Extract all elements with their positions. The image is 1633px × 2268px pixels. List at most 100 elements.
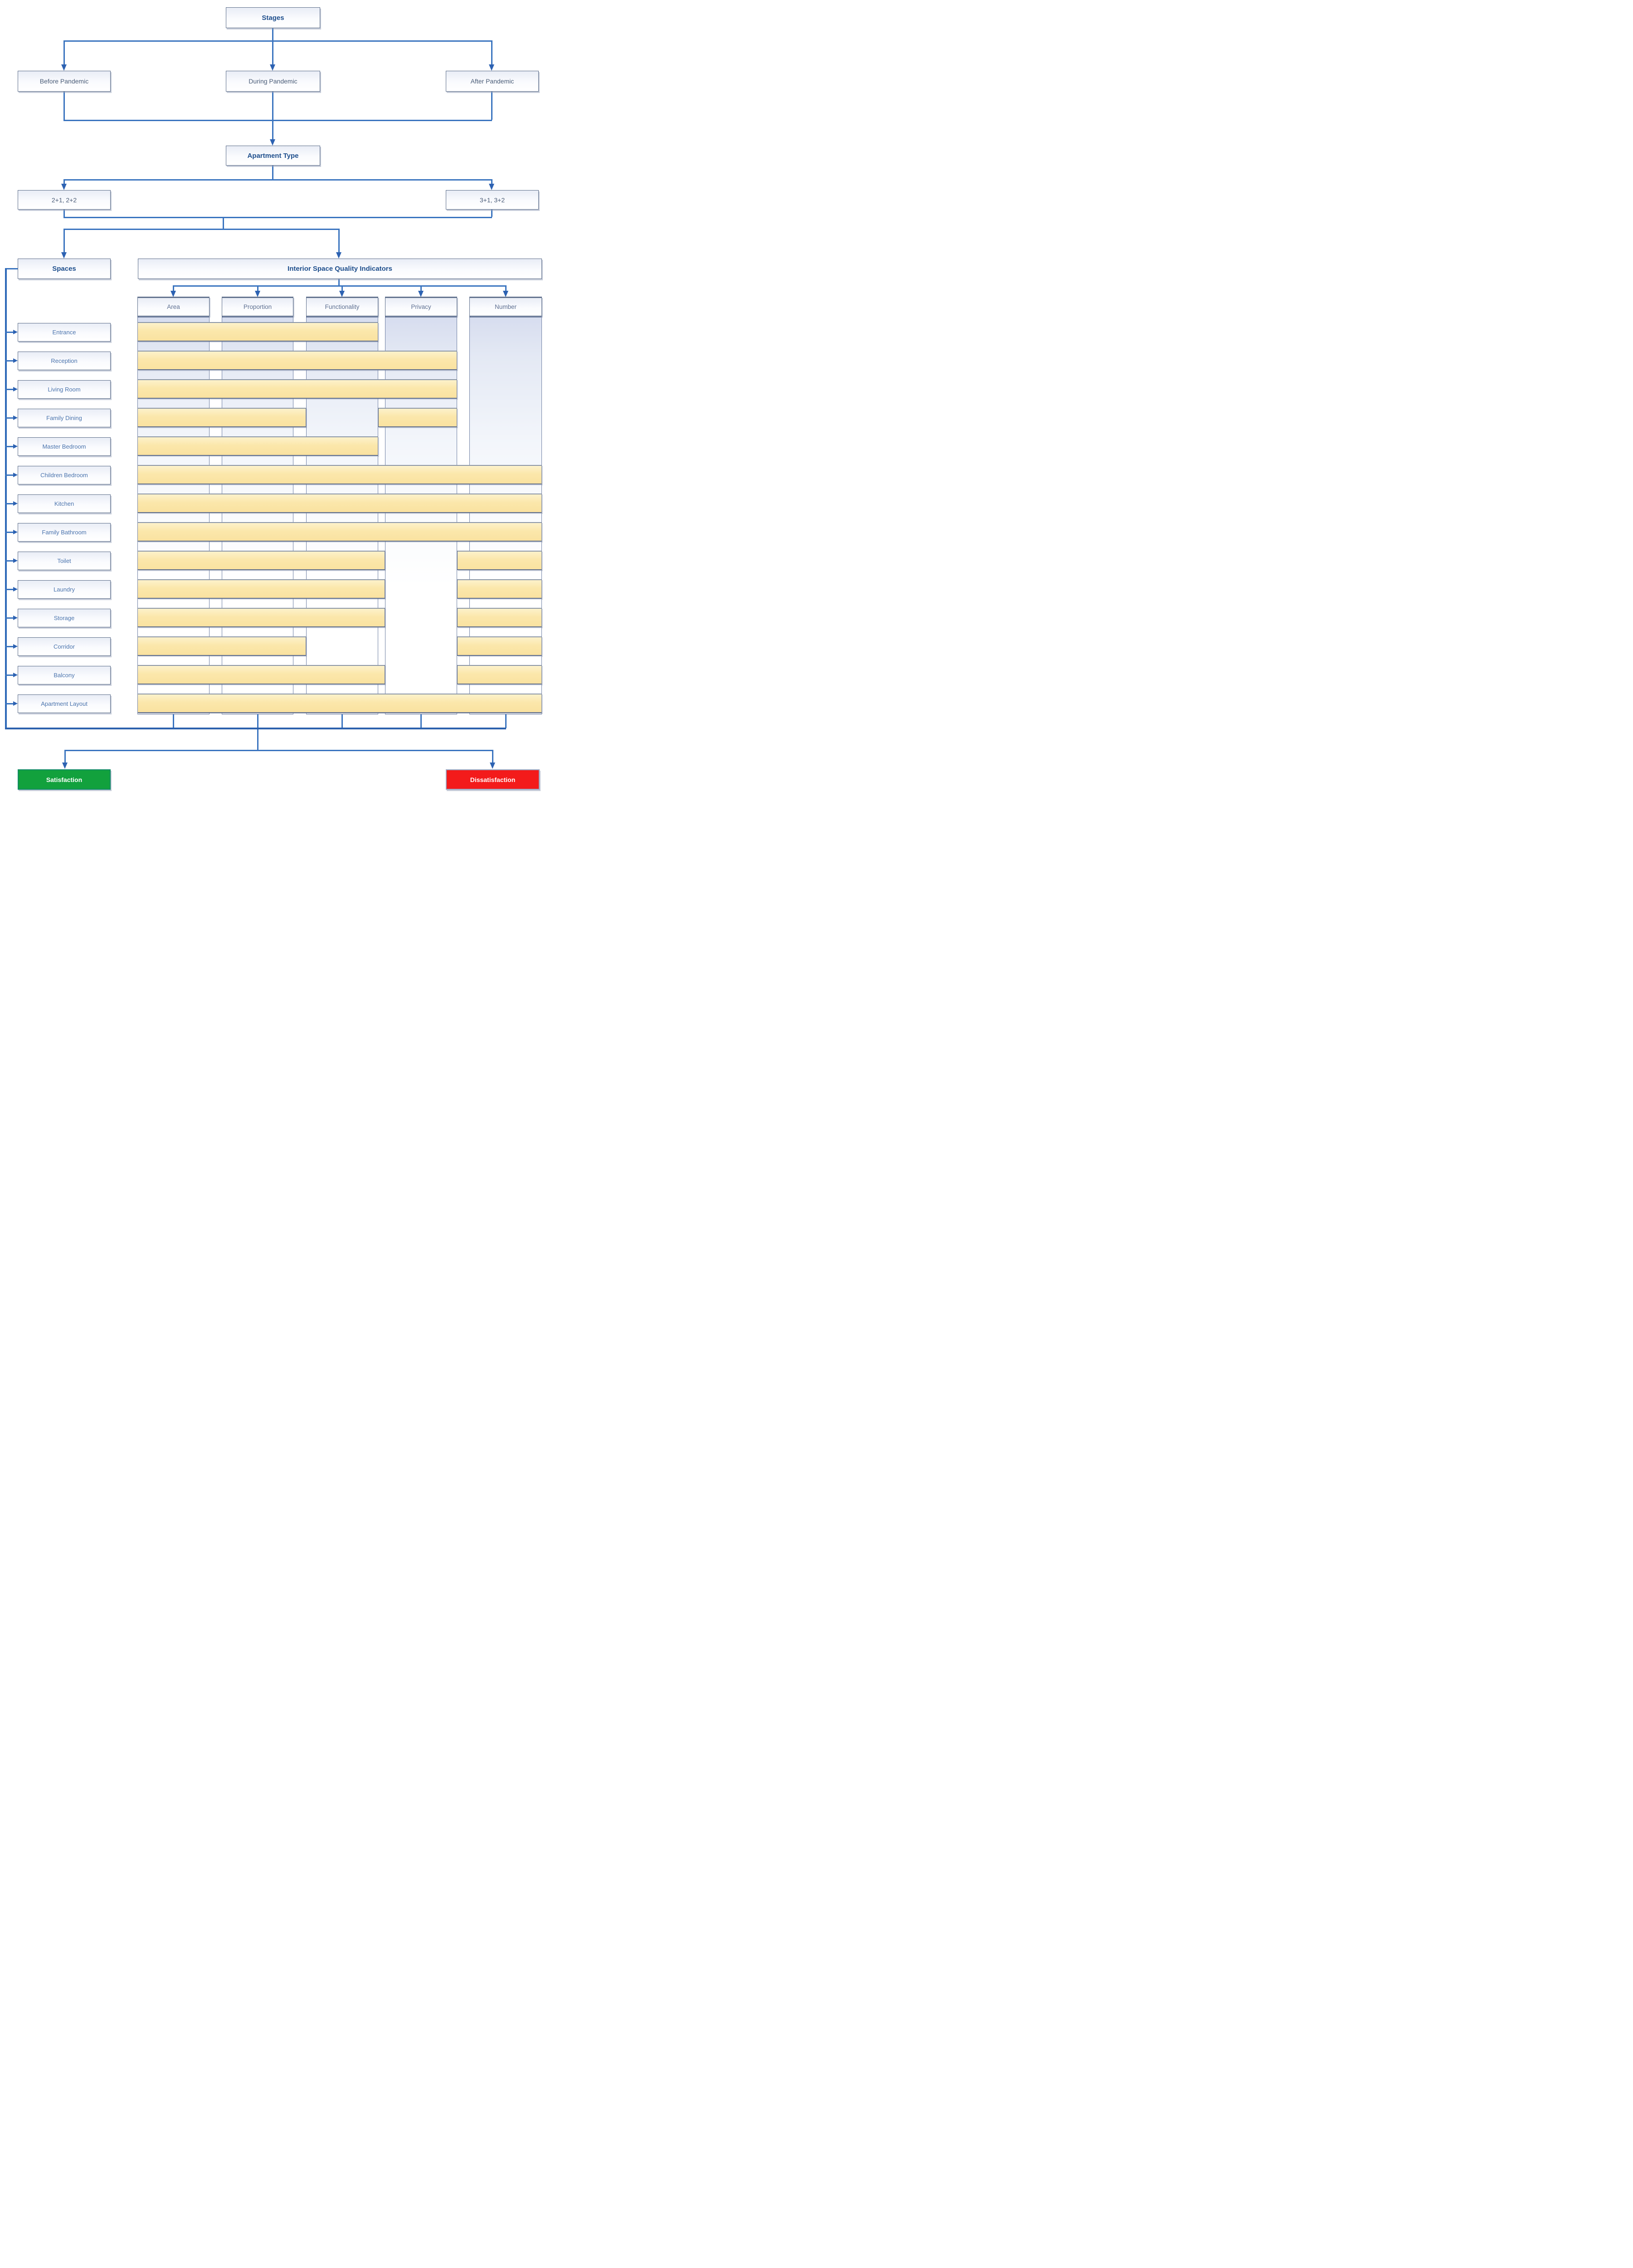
bar-toilet-1 bbox=[137, 551, 385, 570]
connector-line bbox=[491, 40, 492, 64]
indicator-header-area: Area bbox=[137, 297, 210, 316]
satisfaction-box: Satisfaction bbox=[18, 769, 111, 790]
connector-line bbox=[5, 617, 14, 619]
arrow-down bbox=[336, 252, 341, 259]
connector-line bbox=[63, 92, 65, 120]
connector-line bbox=[173, 714, 174, 728]
connector-line bbox=[63, 210, 65, 217]
connector-line bbox=[63, 217, 492, 218]
connector-line bbox=[491, 179, 492, 184]
bar-family-dining-2 bbox=[378, 408, 457, 427]
connector-line bbox=[341, 285, 343, 291]
space-storage-box: Storage bbox=[18, 609, 111, 627]
indicator-column-privacy bbox=[385, 316, 457, 714]
space-label: Reception bbox=[51, 357, 78, 364]
connector-line bbox=[5, 560, 14, 562]
connector-line bbox=[338, 229, 340, 252]
arrow-right bbox=[13, 530, 18, 534]
connector-line bbox=[272, 92, 273, 120]
arrow-right bbox=[13, 587, 18, 591]
space-label: Family Bathroom bbox=[42, 529, 87, 536]
indicator-label: Number bbox=[494, 303, 517, 310]
connector-line bbox=[5, 675, 14, 676]
connector-line bbox=[63, 179, 65, 184]
connector-line bbox=[492, 750, 493, 763]
indicator-column-functionality bbox=[306, 316, 378, 714]
type-3plus-box: 3+1, 3+2 bbox=[446, 190, 539, 210]
arrow-down bbox=[269, 64, 275, 71]
connector-line bbox=[505, 714, 507, 728]
space-label: Living Room bbox=[48, 386, 81, 393]
space-reception-box: Reception bbox=[18, 352, 111, 370]
connector-line bbox=[272, 28, 273, 41]
space-kitchen-box: Kitchen bbox=[18, 494, 111, 513]
space-entrance-box: Entrance bbox=[18, 323, 111, 342]
indicator-label: Area bbox=[167, 303, 180, 310]
type-label: 3+1, 3+2 bbox=[479, 196, 505, 204]
space-label: Storage bbox=[54, 615, 75, 621]
connector-line bbox=[5, 389, 14, 390]
space-label: Entrance bbox=[52, 329, 76, 336]
stage-label: During Pandemic bbox=[249, 78, 297, 85]
space-label: Children Bedroom bbox=[40, 472, 88, 479]
connector-line bbox=[257, 714, 258, 728]
connector-line bbox=[5, 503, 14, 504]
connector-line bbox=[420, 714, 422, 728]
arrow-down bbox=[254, 291, 260, 297]
space-label: Toilet bbox=[57, 557, 71, 564]
connector-line bbox=[257, 285, 258, 291]
indicators-title: Interior Space Quality Indicators bbox=[288, 265, 392, 273]
space-label: Balcony bbox=[54, 672, 75, 679]
connector-line bbox=[5, 268, 7, 729]
connector-line bbox=[63, 40, 65, 64]
bar-entrance bbox=[137, 322, 378, 342]
bar-balcony-2 bbox=[457, 665, 542, 684]
arrow-down bbox=[418, 291, 424, 297]
arrow-down bbox=[170, 291, 176, 297]
type-2plus-box: 2+1, 2+2 bbox=[18, 190, 111, 210]
flowchart-canvas: Stages Before Pandemic During Pandemic A… bbox=[0, 0, 544, 795]
apartment-type-title: Apartment Type bbox=[247, 152, 299, 160]
arrow-right bbox=[13, 616, 18, 620]
connector-line bbox=[341, 714, 343, 728]
space-label: Master Bedroom bbox=[42, 443, 86, 450]
arrow-right bbox=[13, 330, 18, 334]
bar-corridor-1 bbox=[137, 636, 306, 656]
connector-line bbox=[173, 285, 174, 291]
arrow-down bbox=[488, 184, 494, 190]
connector-line bbox=[5, 728, 506, 729]
bar-balcony-1 bbox=[137, 665, 385, 684]
connector-line bbox=[223, 217, 224, 229]
space-label: Laundry bbox=[54, 586, 75, 593]
spaces-title: Spaces bbox=[52, 265, 76, 273]
indicator-label: Proportion bbox=[243, 303, 272, 310]
space-label: Corridor bbox=[54, 643, 75, 650]
connector-line bbox=[257, 729, 258, 750]
connector-line bbox=[65, 750, 493, 751]
arrow-right bbox=[13, 644, 18, 649]
type-label: 2+1, 2+2 bbox=[51, 196, 77, 204]
connector-line bbox=[272, 40, 273, 64]
indicator-label: Functionality bbox=[325, 303, 360, 310]
apartment-type-box: Apartment Type bbox=[226, 146, 320, 166]
space-corridor-box: Corridor bbox=[18, 637, 111, 656]
connector-line bbox=[491, 210, 492, 217]
arrow-right bbox=[13, 444, 18, 449]
connector-line bbox=[272, 166, 273, 179]
arrow-right bbox=[13, 673, 18, 677]
bar-apartment-layout bbox=[137, 694, 542, 713]
dissatisfaction-box: Dissatisfaction bbox=[446, 769, 540, 790]
bar-children-bedroom bbox=[137, 465, 542, 484]
bar-family-dining-1 bbox=[137, 408, 306, 427]
space-apartment-layout-box: Apartment Layout bbox=[18, 694, 111, 713]
connector-line bbox=[64, 750, 66, 763]
connector-line bbox=[420, 285, 422, 291]
connector-line bbox=[5, 474, 14, 476]
space-master-bedroom-box: Master Bedroom bbox=[18, 437, 111, 456]
bar-master-bedroom bbox=[137, 436, 378, 456]
stages-box: Stages bbox=[226, 7, 320, 28]
arrow-right bbox=[13, 358, 18, 363]
stage-after-pandemic-box: After Pandemic bbox=[446, 71, 539, 92]
indicators-box: Interior Space Quality Indicators bbox=[138, 259, 542, 279]
space-family-bathroom-box: Family Bathroom bbox=[18, 523, 111, 542]
